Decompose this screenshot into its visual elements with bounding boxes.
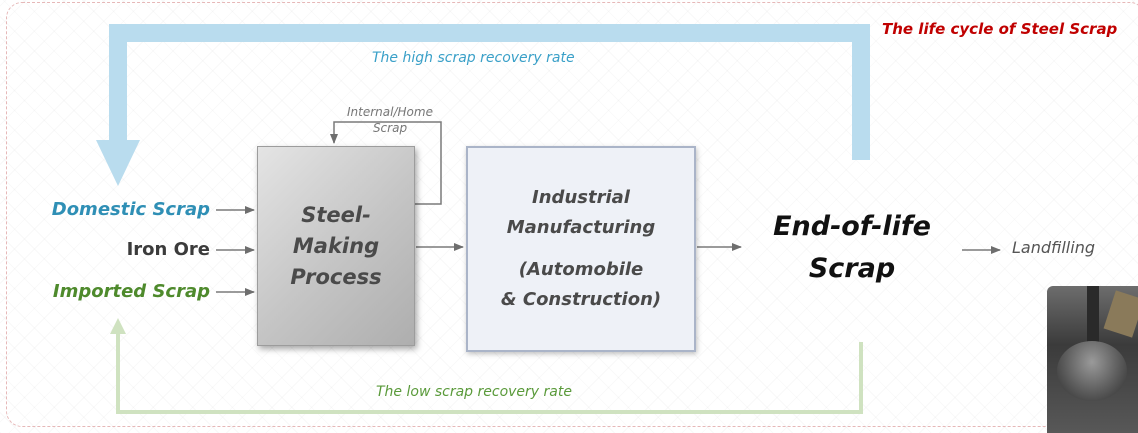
input-iron-ore: Iron Ore <box>126 239 210 260</box>
industry-line-3: (Automobile <box>518 259 644 280</box>
process-line-3: Process <box>290 264 382 289</box>
industry-line-1: Industrial <box>532 187 630 208</box>
process-line-2: Making <box>292 233 380 258</box>
landfilling-label: Landfilling <box>1012 238 1095 257</box>
eol-line-1: End-of-life <box>773 211 931 242</box>
input-imported-scrap: Imported Scrap <box>52 281 210 302</box>
internal-scrap-loop-arrow <box>330 121 442 205</box>
industry-line-2: Manufacturing <box>506 217 656 238</box>
diagram-title: The life cycle of Steel Scrap <box>882 20 1118 38</box>
internal-scrap-label: Internal/Home Scrap <box>347 105 433 135</box>
input-domestic-scrap: Domestic Scrap <box>51 199 210 220</box>
diagram-frame <box>6 2 1138 427</box>
high-recovery-loop-arrow <box>96 24 870 186</box>
high-recovery-label: The high scrap recovery rate <box>372 50 575 66</box>
process-line-1: Steel- <box>301 202 371 227</box>
low-recovery-label: The low scrap recovery rate <box>376 384 572 400</box>
scrap-magnet-photo <box>1047 286 1138 433</box>
low-recovery-loop-arrow <box>110 318 863 414</box>
industrial-manufacturing-box: Industrial Manufacturing (Automobile & C… <box>466 146 696 352</box>
steel-making-process-box: Steel- Making Process <box>257 146 415 346</box>
eol-line-2: Scrap <box>808 253 896 284</box>
industry-line-4: & Construction) <box>500 289 662 310</box>
end-of-life-scrap: End-of-life Scrap <box>742 206 962 290</box>
